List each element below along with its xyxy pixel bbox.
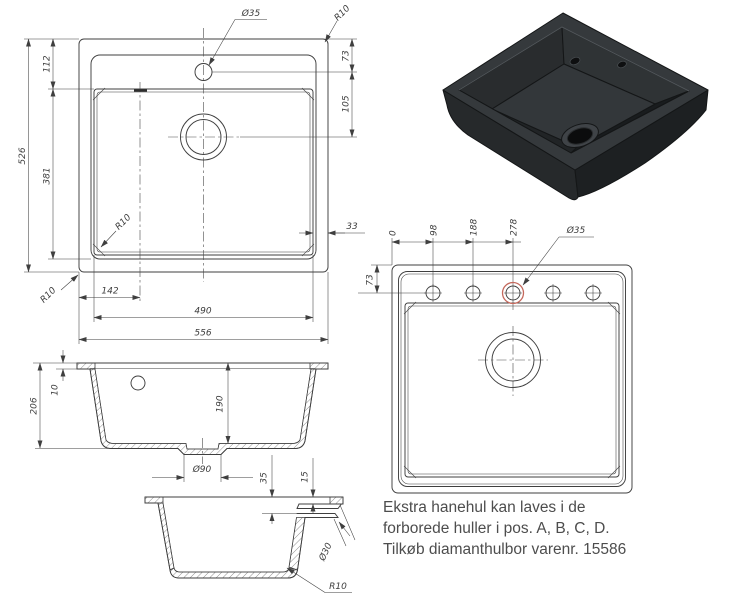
sink-outer-edge xyxy=(391,264,633,494)
dim-chain-holes: 0 98 188 278 xyxy=(389,219,521,245)
body-left-face xyxy=(442,89,579,201)
lip-hatch xyxy=(144,496,344,505)
dim-73-label: 73 xyxy=(342,50,352,62)
dim-73-top: 73 xyxy=(342,38,355,73)
dim-206-label: 206 xyxy=(30,397,40,414)
dim-33: 33 xyxy=(299,222,365,236)
dim-490: 490 xyxy=(93,307,314,320)
callout-radius-inner: R10 xyxy=(100,213,134,248)
sink-3d-render xyxy=(442,12,709,201)
holes-top-view: 0 98 188 278 Ø35 73 xyxy=(358,219,633,494)
dim-105: 105 xyxy=(342,71,355,138)
dim-142-label: 142 xyxy=(101,287,118,297)
inner-profile xyxy=(94,368,312,450)
bottom-hatch xyxy=(169,567,298,579)
callout-radius-bottom-left: R10 xyxy=(39,274,79,306)
dim-112: 112 xyxy=(43,38,56,90)
outer-profile xyxy=(157,502,306,579)
dim-30-label: Ø30 xyxy=(316,541,334,564)
dim-556: 556 xyxy=(78,329,329,342)
radius-tr-label: R10 xyxy=(333,4,353,24)
callout-hole-dia: Ø35 xyxy=(522,225,594,286)
dim-35: 35 xyxy=(260,458,275,524)
radius-inner-label: R10 xyxy=(114,213,134,233)
rim-edge-2 xyxy=(400,273,624,485)
dim-10: 10 xyxy=(51,350,66,396)
dim-190: 190 xyxy=(216,362,231,444)
dim-105-label: 105 xyxy=(342,95,352,112)
dim-15-label: 15 xyxy=(301,471,311,483)
dim-490-label: 490 xyxy=(194,307,211,317)
dim-90-label: Ø90 xyxy=(192,464,212,475)
dim-381: 381 xyxy=(43,88,56,260)
overflow-outlet-channel xyxy=(296,504,342,518)
dim-73-label: 73 xyxy=(366,274,376,286)
note-line-2: forborede huller i pos. A, B, C, D. xyxy=(383,520,610,537)
faucet-dia-label: Ø35 xyxy=(241,8,261,19)
dim-142: 142 xyxy=(78,287,141,300)
rim-inner-highlight xyxy=(458,26,690,92)
overflow-hole xyxy=(130,375,146,391)
callout-radius-bottom: R10 xyxy=(286,567,352,593)
section-wall-hatch xyxy=(89,368,317,455)
outer-profile xyxy=(89,368,317,455)
dim-15: 15 xyxy=(301,462,316,513)
bowl-inner-edge xyxy=(407,305,617,475)
tap-hole-left xyxy=(569,56,581,66)
bowl-floor xyxy=(491,63,656,148)
tap-hole-right xyxy=(617,60,627,69)
dim-526-label: 526 xyxy=(18,147,28,164)
extension-lines xyxy=(33,362,222,482)
dim-206: 206 xyxy=(30,362,43,449)
extension-lines xyxy=(358,238,474,294)
dim-556-label: 556 xyxy=(194,329,211,339)
dim-190-label: 190 xyxy=(216,395,226,412)
callout-faucet-hole-dia: Ø35 xyxy=(208,8,267,66)
extension-lines xyxy=(262,455,314,514)
drain-hole xyxy=(566,127,594,145)
hole-crosshairs xyxy=(424,284,602,302)
dim-73-holes: 73 xyxy=(366,264,380,294)
dim-33-label: 33 xyxy=(346,222,358,232)
rim-lip-hatch xyxy=(76,362,329,370)
radius-bottom-label: R10 xyxy=(329,582,347,592)
front-section-view: 206 10 190 Ø90 xyxy=(30,350,329,482)
drain-centerlines xyxy=(478,326,548,396)
rim-edge-1 xyxy=(398,271,626,487)
dim-drain-90: Ø90 xyxy=(152,464,253,480)
dim-10-label: 10 xyxy=(51,384,61,396)
dim-98-label: 98 xyxy=(430,224,440,236)
dim-188-label: 188 xyxy=(470,219,480,236)
body-right-face xyxy=(574,89,709,198)
rim-outline xyxy=(76,362,329,370)
note-line-3: Tilkøb diamanthulbor varenr. 15586 xyxy=(383,541,626,558)
bowl-outer-edge xyxy=(404,302,620,478)
top-view: 526 112 381 73 105 33 142 xyxy=(18,4,365,344)
dim-278-label: 278 xyxy=(510,219,520,236)
bowl-corner-chamfers xyxy=(403,301,621,479)
dim-381-label: 381 xyxy=(43,167,53,184)
radius-bl-label: R10 xyxy=(39,286,59,306)
drain-inner xyxy=(185,119,222,155)
hole-dia-label: Ø35 xyxy=(566,225,586,236)
dim-35-label: 35 xyxy=(260,472,270,484)
dim-0-label: 0 xyxy=(389,230,399,236)
selected-hole-highlight xyxy=(501,281,525,305)
dim-112-label: 112 xyxy=(43,55,53,72)
flange-outline xyxy=(144,496,344,509)
left-wall-hatch xyxy=(157,502,175,571)
callout-radius-top-right: R10 xyxy=(324,4,353,43)
note-line-1: Ekstra hanehul kan laves i de xyxy=(383,499,585,516)
dim-526: 526 xyxy=(18,38,31,273)
right-wall-hatch xyxy=(288,517,306,571)
note-block: Ekstra hanehul kan laves i de forborede … xyxy=(383,499,626,558)
bowl-corner-chamfers xyxy=(92,87,315,257)
side-section-view: 35 15 Ø30 R10 xyxy=(144,455,356,593)
extension-lines xyxy=(24,38,357,344)
